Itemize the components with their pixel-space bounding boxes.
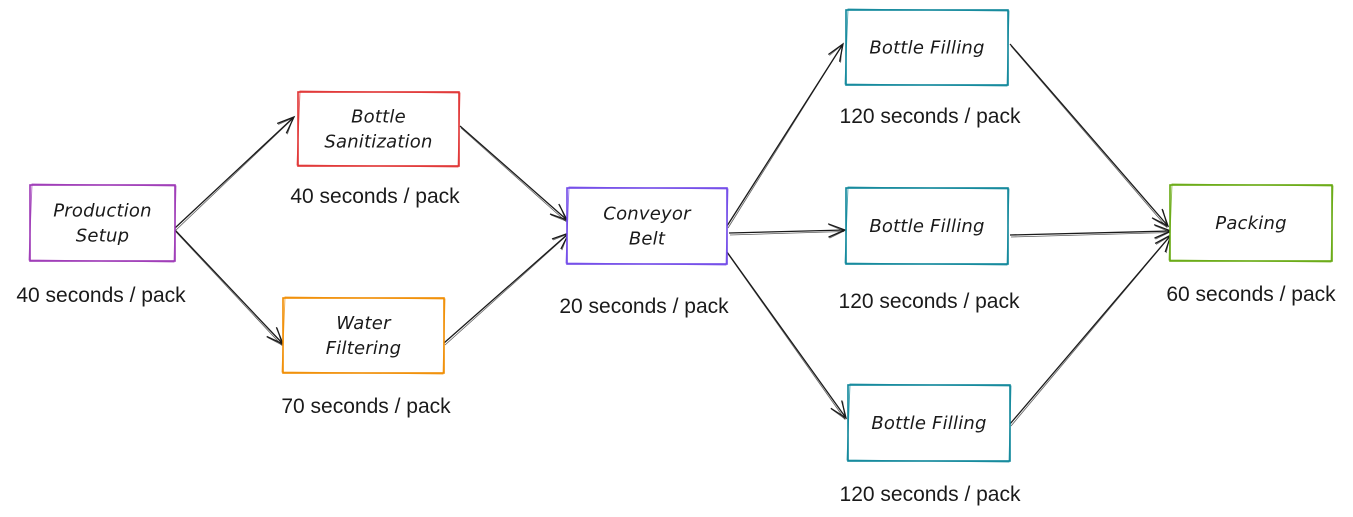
node-box [29, 184, 176, 262]
edges-layer [174, 42, 1173, 427]
node-box [1169, 184, 1333, 262]
time-label: 40 seconds / pack [290, 185, 460, 208]
time-label: 120 seconds / pack [840, 105, 1021, 128]
arrowhead-icon [828, 42, 844, 62]
edge-production-setup-to-bottle-sanitization [174, 115, 296, 231]
node-packing[interactable]: Packing 60 seconds / pack [1166, 183, 1336, 306]
node-box [847, 384, 1011, 462]
time-label: 20 seconds / pack [559, 295, 729, 318]
node-bottle-filling-3[interactable]: Bottle Filling 120 seconds / pack [840, 383, 1021, 506]
edge-bottle-filling-3-to-packing [1009, 233, 1173, 427]
node-label: Setup [76, 226, 129, 247]
node-label: Filtering [326, 338, 402, 359]
edge-water-filtering-to-conveyor-belt [443, 231, 571, 346]
node-label: Bottle [351, 107, 406, 128]
node-box [845, 9, 1009, 86]
edge-conveyor-belt-to-bottle-filling-2 [728, 223, 847, 239]
node-label: Belt [629, 229, 666, 250]
node-label: Production [53, 201, 151, 222]
node-label: Bottle Filling [871, 413, 986, 434]
time-label: 40 seconds / pack [16, 284, 186, 307]
node-box [282, 297, 445, 374]
edge-bottle-filling-1-to-packing [1009, 43, 1170, 228]
node-label: Bottle Filling [869, 38, 984, 59]
node-bottle-filling-2[interactable]: Bottle Filling 120 seconds / pack [839, 186, 1020, 313]
time-label: 120 seconds / pack [839, 290, 1020, 313]
node-box [297, 91, 460, 167]
node-label: Bottle Filling [869, 216, 984, 237]
edge-production-setup-to-water-filtering [174, 229, 285, 346]
time-label: 70 seconds / pack [281, 395, 451, 418]
edge-conveyor-belt-to-bottle-filling-1 [726, 42, 844, 229]
edge-conveyor-belt-to-bottle-filling-3 [726, 251, 848, 420]
edge-bottle-filling-2-to-packing [1009, 224, 1173, 240]
node-label: Conveyor [603, 204, 692, 225]
node-bottle-filling-1[interactable]: Bottle Filling 120 seconds / pack [840, 8, 1021, 128]
node-label: Sanitization [324, 132, 432, 153]
arrowhead-icon [276, 115, 296, 134]
time-label: 60 seconds / pack [1166, 283, 1336, 306]
edge-bottle-sanitization-to-conveyor-belt [459, 125, 569, 222]
node-label: Water [336, 313, 392, 334]
node-box [566, 187, 728, 265]
node-box [845, 187, 1009, 265]
arrowhead-icon [827, 223, 847, 238]
time-label: 120 seconds / pack [840, 483, 1021, 506]
node-label: Packing [1215, 213, 1286, 234]
